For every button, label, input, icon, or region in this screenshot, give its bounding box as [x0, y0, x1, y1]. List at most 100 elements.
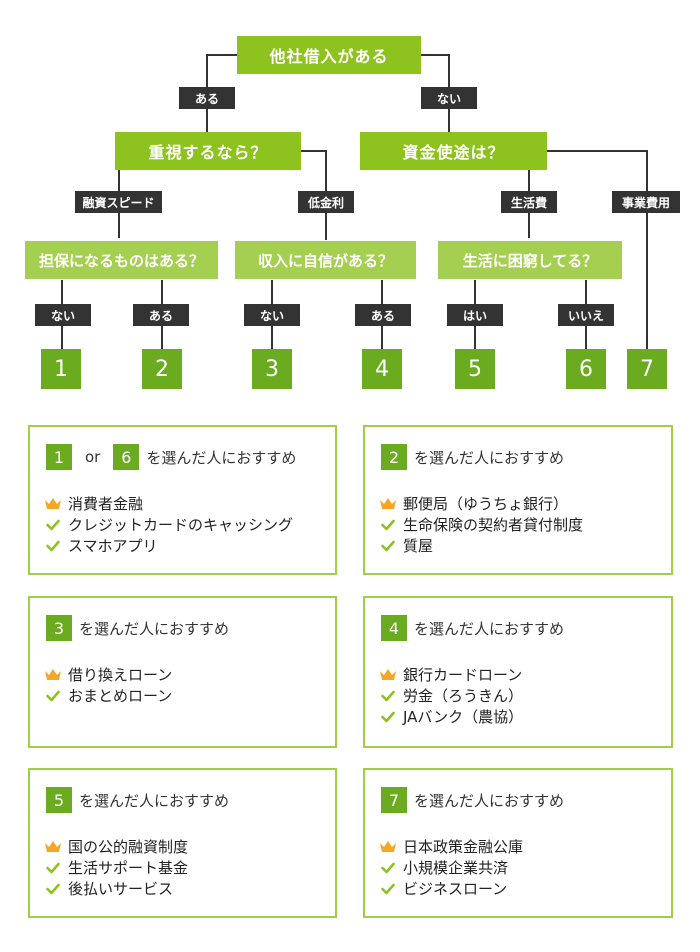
question-hardship: 生活に困窮してる？: [438, 241, 622, 279]
result-2: 2: [142, 349, 182, 389]
recommendation-list: 国の公的融資制度生活サポート基金後払いサービス: [44, 836, 188, 899]
result-7: 7: [627, 349, 667, 389]
branch-label-collateral-no: ない: [35, 304, 91, 326]
check-icon: [379, 881, 397, 897]
list-item-text: スマホアプリ: [68, 537, 158, 555]
branch-label-hardship-no: いいえ: [558, 304, 614, 326]
card-heading-text: を選んだ人におすすめ: [146, 448, 297, 467]
list-item: 国の公的融資制度: [44, 836, 188, 857]
question-income: 収入に自信がある？: [235, 241, 416, 279]
connector-line: [420, 54, 450, 56]
card-heading-text: を選んだ人におすすめ: [414, 448, 565, 467]
list-item-text: 国の公的融資制度: [68, 838, 189, 856]
card-heading: 2 を選んだ人におすすめ: [381, 444, 564, 470]
recommendation-list: 借り換えローンおまとめローン: [44, 664, 172, 706]
connector-line: [546, 150, 648, 152]
card-heading-text: を選んだ人におすすめ: [414, 619, 565, 638]
card-heading-text: を選んだ人におすすめ: [79, 791, 230, 810]
branch-label-collateral-yes: ある: [133, 304, 189, 326]
connector-line: [206, 54, 238, 56]
recommendation-list: 消費者金融クレジットカードのキャッシングスマホアプリ: [44, 493, 293, 556]
crown-icon: [379, 839, 397, 855]
list-item-text: ビジネスローン: [403, 880, 508, 898]
list-item-text: 郵便局（ゆうちょ銀行）: [403, 495, 569, 513]
number-badge: 2: [381, 444, 407, 470]
card-heading: 5 を選んだ人におすすめ: [46, 787, 229, 813]
list-item-text: おまとめローン: [68, 687, 173, 705]
card-heading: 4 を選んだ人におすすめ: [381, 615, 564, 641]
card-heading: 1 or 6 を選んだ人におすすめ: [46, 444, 296, 470]
number-badge: 4: [381, 615, 407, 641]
card-7: 7 を選んだ人におすすめ日本政策金融公庫小規模企業共済ビジネスローン: [363, 768, 673, 918]
question-priority: 重視するなら？: [115, 132, 301, 170]
crown-icon: [379, 667, 397, 683]
list-item-text: 生命保険の契約者貸付制度: [403, 516, 584, 534]
list-item-text: クレジットカードのキャッシング: [68, 516, 294, 534]
branch-label-hardship-yes: はい: [447, 304, 503, 326]
crown-icon: [379, 496, 397, 512]
check-icon: [379, 688, 397, 704]
branch-label-living: 生活費: [501, 191, 557, 213]
list-item: クレジットカードのキャッシング: [44, 514, 293, 535]
result-3: 3: [252, 349, 292, 389]
question-root: 他社借入がある: [237, 36, 421, 74]
question-purpose: 資金使途は？: [360, 132, 547, 170]
recommendation-list: 日本政策金融公庫小規模企業共済ビジネスローン: [379, 836, 523, 899]
card-2: 2 を選んだ人におすすめ郵便局（ゆうちょ銀行） 生命保険の契約者貸付制度質屋: [363, 425, 673, 575]
list-item: おまとめローン: [44, 685, 172, 706]
number-badge: 3: [46, 615, 72, 641]
check-icon: [379, 860, 397, 876]
check-icon: [44, 538, 62, 554]
branch-label-yes: ある: [179, 87, 235, 109]
card-5: 5 を選んだ人におすすめ国の公的融資制度生活サポート基金後払いサービス: [28, 768, 337, 918]
list-item: 労金（ろうきん）: [379, 685, 523, 706]
check-icon: [44, 688, 62, 704]
card-4: 4 を選んだ人におすすめ銀行カードローン労金（ろうきん） JAバンク（農協）: [363, 596, 673, 748]
crown-icon: [44, 496, 62, 512]
list-item: JAバンク（農協）: [379, 706, 523, 727]
number-badge: 7: [381, 787, 407, 813]
check-icon: [379, 709, 397, 725]
recommendation-list: 郵便局（ゆうちょ銀行） 生命保険の契約者貸付制度質屋: [379, 493, 583, 556]
card-heading-text: を選んだ人におすすめ: [414, 791, 565, 810]
branch-label-income-yes: ある: [355, 304, 411, 326]
result-6: 6: [566, 349, 606, 389]
branch-label-no: ない: [421, 87, 477, 109]
list-item-text: 小規模企業共済: [403, 859, 509, 877]
branch-label-income-no: ない: [244, 304, 300, 326]
connector-line: [646, 150, 648, 350]
or-text: or: [85, 448, 101, 466]
result-4: 4: [362, 349, 402, 389]
card-heading: 7 を選んだ人におすすめ: [381, 787, 564, 813]
list-item: 小規模企業共済: [379, 857, 523, 878]
list-item: 借り換えローン: [44, 664, 172, 685]
result-1: 1: [41, 349, 81, 389]
list-item: スマホアプリ: [44, 535, 293, 556]
result-5: 5: [455, 349, 495, 389]
list-item: 生命保険の契約者貸付制度: [379, 514, 583, 535]
question-collateral: 担保になるものはある？: [25, 241, 218, 279]
check-icon: [379, 517, 397, 533]
list-item-text: 借り換えローン: [68, 666, 173, 684]
list-item-text: 質屋: [403, 537, 434, 555]
recommendation-list: 銀行カードローン労金（ろうきん） JAバンク（農協）: [379, 664, 523, 727]
list-item-text: 銀行カードローン: [403, 666, 523, 684]
list-item-text: 生活サポート基金: [68, 859, 189, 877]
number-badge: 1: [46, 444, 72, 470]
list-item-text: 労金（ろうきん）: [403, 687, 524, 705]
list-item-text: 日本政策金融公庫: [403, 838, 524, 856]
list-item: 郵便局（ゆうちょ銀行）: [379, 493, 583, 514]
number-badge: 5: [46, 787, 72, 813]
list-item-text: JAバンク（農協）: [403, 708, 524, 726]
number-badge: 6: [113, 444, 140, 470]
list-item: 消費者金融: [44, 493, 293, 514]
card-1-or-6: 1 or 6 を選んだ人におすすめ消費者金融クレジットカードのキャッシングスマホアプリ: [28, 425, 337, 575]
check-icon: [44, 517, 62, 533]
check-icon: [379, 538, 397, 554]
list-item-text: 消費者金融: [68, 495, 144, 513]
list-item: 質屋: [379, 535, 583, 556]
branch-label-low-rate: 低金利: [298, 191, 354, 213]
connector-line: [300, 150, 326, 152]
